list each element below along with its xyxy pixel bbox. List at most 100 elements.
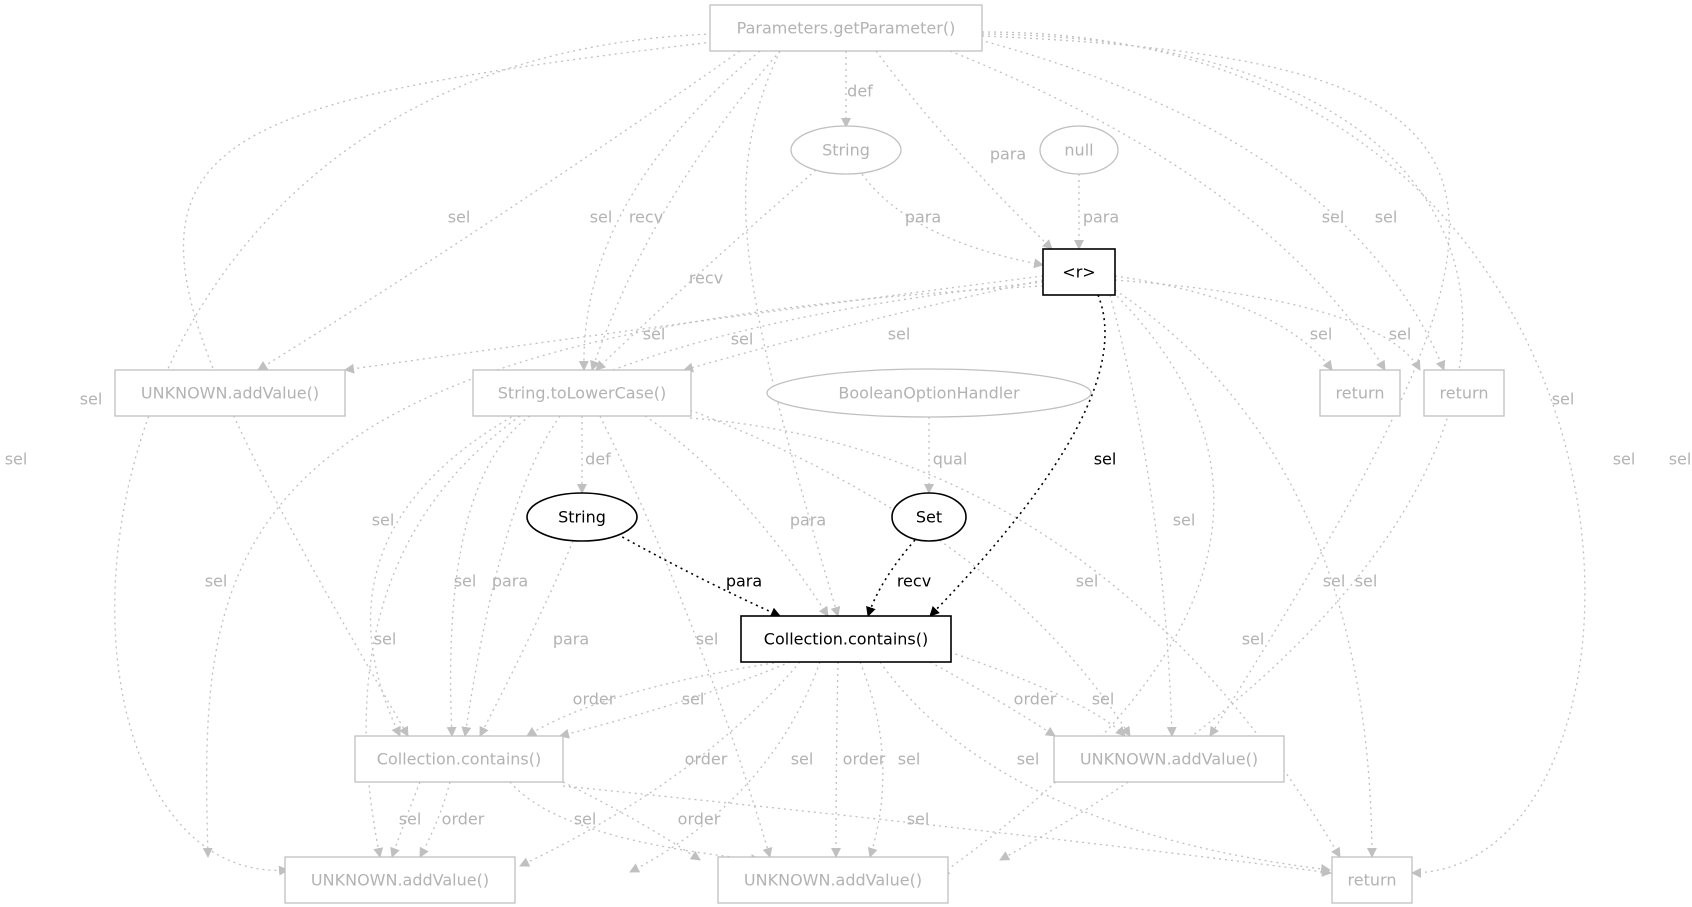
edge-label: para xyxy=(990,145,1026,164)
edge-getParameter-to-toLowerCase-recv: recv xyxy=(590,50,781,371)
edge-line xyxy=(114,33,713,876)
edge-line xyxy=(949,50,1386,371)
node-label: String.toLowerCase() xyxy=(498,384,666,403)
edge-toLowerCase-to-contains2-sel: sel xyxy=(446,415,531,737)
edge-label: sel xyxy=(1173,511,1196,530)
edge-r-to-return3-sel: sel xyxy=(1114,289,1377,858)
edge-line xyxy=(519,661,801,867)
edge-line xyxy=(509,781,761,865)
node-box xyxy=(1319,369,1401,417)
edge-label: def xyxy=(847,82,873,101)
edge-label: sel xyxy=(1017,750,1040,769)
edge-contains1-to-addValue4-order: order xyxy=(831,661,886,858)
node-return: return xyxy=(1331,856,1413,904)
edge-label: para xyxy=(905,208,941,227)
node-label: Parameters.getParameter() xyxy=(737,19,956,38)
edge-line xyxy=(689,409,1131,737)
node-box xyxy=(354,735,564,783)
edge-label: para xyxy=(492,572,528,591)
edge-toLowerCase-to-addValue4-sel: sel xyxy=(599,415,773,858)
edge-line xyxy=(981,31,1586,878)
node-box xyxy=(1053,735,1285,783)
edge-label: sel xyxy=(5,450,28,469)
node-box xyxy=(740,615,952,663)
edge-label: sel xyxy=(1322,208,1345,227)
node-box xyxy=(709,4,983,52)
edge-line xyxy=(1114,289,1377,858)
node-return: return xyxy=(1319,369,1401,417)
node-string: String xyxy=(526,492,638,542)
edge-r-to-contains1-sel: sel xyxy=(929,294,1116,617)
edge-label: para xyxy=(553,630,589,649)
edge-line xyxy=(578,50,761,371)
edge-line xyxy=(745,50,841,617)
edge-label: sel xyxy=(791,750,814,769)
edge-boolHandler-to-set-qual: qual xyxy=(924,417,967,494)
edge-contains1-to-addValue2-order: order xyxy=(929,661,1057,737)
node-return: return xyxy=(1423,369,1505,417)
edge-label: sel xyxy=(399,810,422,829)
edge-line xyxy=(526,661,781,737)
node-label: String xyxy=(822,141,870,160)
edge-r-to-return1-sel: sel xyxy=(1114,275,1333,371)
edge-line xyxy=(344,275,1044,374)
edge-label: sel xyxy=(372,511,395,530)
edge-line xyxy=(979,39,1446,371)
edge-line xyxy=(390,781,421,858)
edge-label: order xyxy=(678,810,721,829)
edge-contains1-to-contains2-order: order xyxy=(526,661,781,737)
edge-getParameter-to-contains2-sel: sel xyxy=(80,41,713,737)
edge-toLowerCase-to-addValue3-sel: sel xyxy=(365,415,521,858)
edge-label: sel xyxy=(1613,450,1636,469)
edge-label: sel xyxy=(643,325,666,344)
node-ellipse xyxy=(891,492,967,542)
node-box xyxy=(717,856,949,904)
edge-r-to-addValue1-sel: sel xyxy=(344,275,1044,374)
edge-null-to-r-para: para xyxy=(1074,174,1119,250)
edge-line xyxy=(629,661,821,873)
node-r: <r> xyxy=(1042,248,1116,296)
edge-label: recv xyxy=(897,572,931,591)
edge-line xyxy=(559,661,791,739)
edge-getParameter-to-return3-sel: sel xyxy=(981,31,1692,878)
edge-label: order xyxy=(843,750,886,769)
edge-getParameter-to-addValue2-sel: sel xyxy=(981,35,1574,737)
node-unknown-addvalue: UNKNOWN.addValue() xyxy=(284,856,516,904)
edge-label: sel xyxy=(1076,572,1099,591)
edge-line xyxy=(1109,294,1177,737)
node-collection-contains: Collection.contains() xyxy=(740,615,952,663)
edge-line xyxy=(831,661,842,858)
edge-label: para xyxy=(726,572,762,591)
node-label: UNKNOWN.addValue() xyxy=(744,871,922,890)
node-label: Collection.contains() xyxy=(764,630,928,649)
edge-line xyxy=(479,540,574,737)
edge-label: sel xyxy=(205,572,228,591)
edge-label: order xyxy=(1014,690,1057,709)
edge-label: sel xyxy=(682,690,705,709)
node-unknown-addvalue: UNKNOWN.addValue() xyxy=(114,369,346,417)
node-label: null xyxy=(1064,141,1093,160)
node-ellipse xyxy=(790,125,902,175)
edge-line xyxy=(859,661,884,858)
edge-label: sel xyxy=(1310,325,1333,344)
edge-getParameter-to-r-para: para xyxy=(875,50,1053,250)
node-set: Set xyxy=(891,492,967,542)
edge-contains1-to-addValue3-order: order xyxy=(519,661,801,867)
node-ellipse xyxy=(1039,125,1119,175)
edge-toLowerCase-to-contains2-para: para xyxy=(461,415,561,737)
edge-toLowerCase-to-return3-sel: sel xyxy=(689,417,1341,858)
edge-label: order xyxy=(685,750,728,769)
edge-line xyxy=(590,50,781,371)
node-label: <r> xyxy=(1062,263,1095,282)
edge-label: sel xyxy=(1669,450,1692,469)
edge-line xyxy=(981,35,1450,737)
edge-toLowerCase-to-contains1-para: para xyxy=(644,415,829,617)
edge-line xyxy=(183,41,713,737)
node-string-tolowercase: String.toLowerCase() xyxy=(472,369,692,417)
edge-set-to-contains1-recv: recv xyxy=(866,539,931,617)
edge-getParameter-to-toLowerCase-sel: sel xyxy=(578,50,761,371)
edge-label: sel xyxy=(731,330,754,349)
edge-line xyxy=(879,661,1331,874)
edge-label: sel xyxy=(1323,572,1346,591)
edge-getParameter-to-contains1-sel: sel xyxy=(731,50,841,617)
